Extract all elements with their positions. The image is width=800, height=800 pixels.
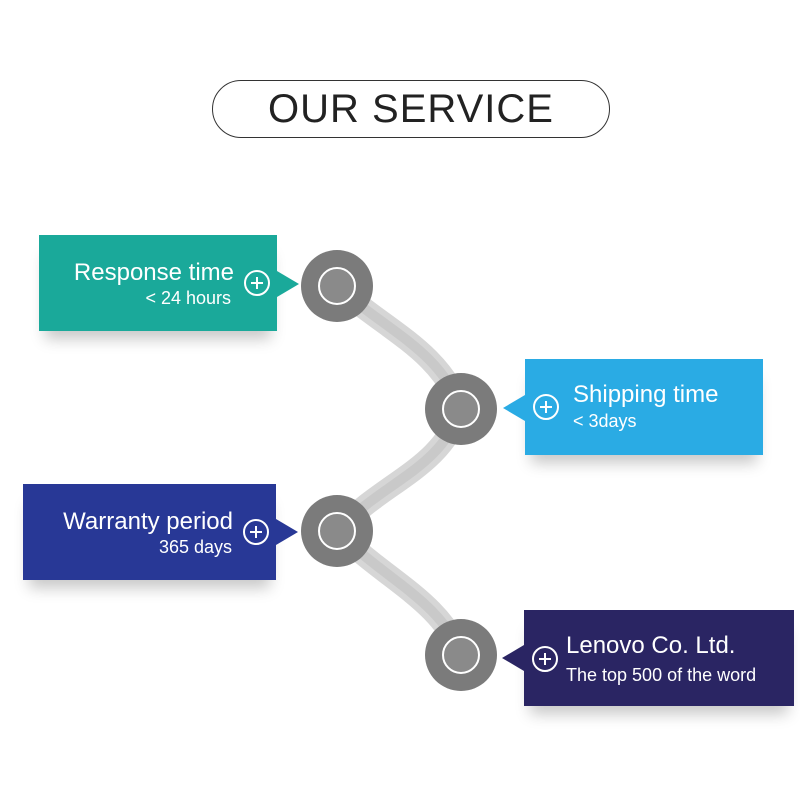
plus-circle-icon[interactable] — [244, 270, 270, 296]
service-card-lenovo: Lenovo Co. Ltd. The top 500 of the word — [524, 610, 794, 706]
plus-circle-icon[interactable] — [533, 394, 559, 420]
pointer-arrow — [277, 271, 299, 297]
service-card-shipping: Shipping time < 3days — [525, 359, 763, 455]
service-title: Warranty period — [63, 508, 233, 535]
page-title: OUR SERVICE — [212, 80, 610, 138]
service-subtitle: < 3days — [573, 411, 637, 431]
service-card-warranty: Warranty period 365 days — [23, 484, 276, 580]
plus-circle-icon[interactable] — [532, 646, 558, 672]
service-subtitle: < 24 hours — [145, 288, 231, 308]
ring-icon — [425, 619, 497, 691]
service-title: Shipping time — [573, 381, 719, 408]
service-subtitle: The top 500 of the word — [566, 665, 757, 685]
service-card-response: Response time < 24 hours — [39, 235, 277, 331]
plus-circle-icon[interactable] — [243, 519, 269, 545]
service-title: Lenovo Co. Ltd. — [566, 632, 736, 659]
ring-icon — [425, 373, 497, 445]
ring-icon — [301, 495, 373, 567]
pointer-arrow — [502, 645, 524, 671]
page-title-text: OUR SERVICE — [268, 86, 554, 131]
service-title: Response time — [73, 259, 234, 286]
pointer-arrow — [503, 395, 525, 421]
service-subtitle: 365 days — [158, 537, 232, 557]
pointer-arrow — [276, 519, 298, 545]
ring-icon — [301, 250, 373, 322]
